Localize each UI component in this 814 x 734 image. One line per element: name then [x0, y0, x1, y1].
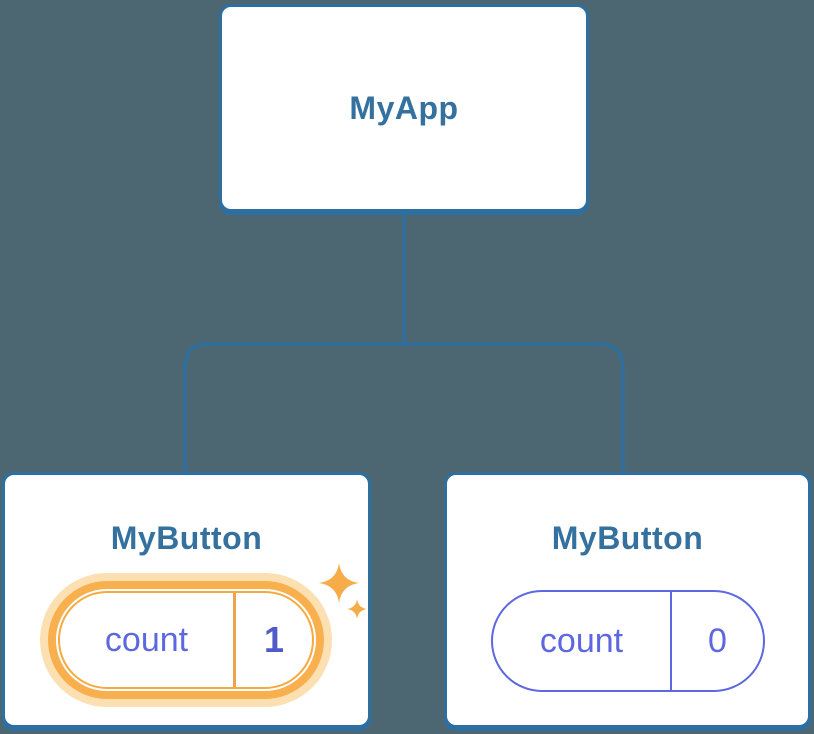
state-value: 1: [263, 619, 285, 660]
sparkle-icon: [319, 563, 367, 619]
node-mybutton-right-label: MyButton: [551, 520, 704, 556]
sparkle-large: [319, 563, 359, 603]
state-name: count: [104, 620, 189, 659]
state-name: count: [539, 621, 624, 660]
state-value: 0: [708, 621, 727, 660]
state-pill-plain: count 0: [491, 590, 765, 692]
sparkle-small: [347, 599, 367, 619]
pill-divider: [670, 592, 672, 690]
node-mybutton-left: MyButton count 1: [2, 472, 371, 728]
pill-divider: [233, 593, 236, 687]
connector-bracket: [183, 342, 625, 472]
node-myapp-label: MyApp: [349, 89, 459, 126]
state-pill-highlighted: count 1: [58, 591, 314, 689]
node-mybutton-right: MyButton count 0: [444, 472, 811, 728]
node-mybutton-left-label: MyButton: [110, 520, 263, 556]
node-myapp: MyApp: [219, 4, 589, 212]
